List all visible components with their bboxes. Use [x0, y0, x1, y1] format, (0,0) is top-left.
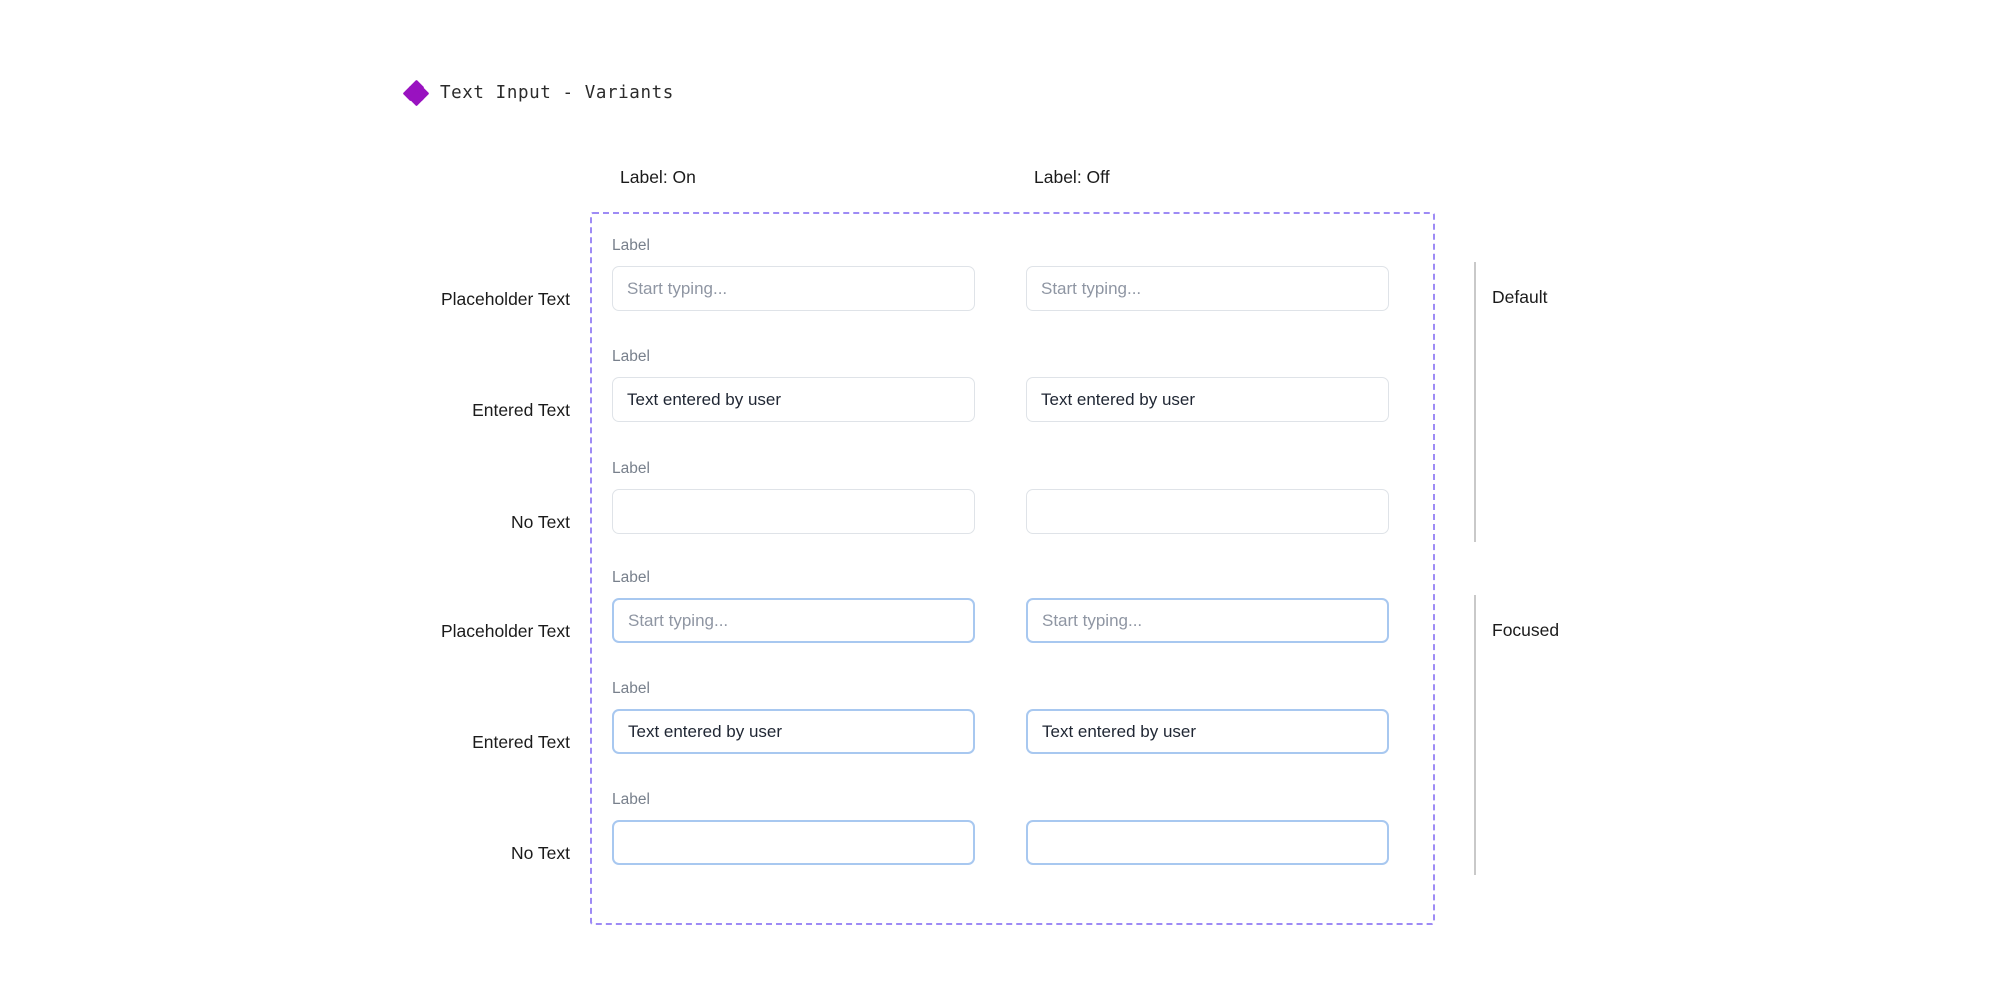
page-title-bar: Text Input - Variants	[402, 79, 674, 107]
group-rule-focused	[1474, 595, 1476, 875]
input-placeholder: Start typing...	[628, 610, 729, 630]
field-label: Label	[612, 791, 650, 808]
group-label-focused: Focused	[1492, 620, 1560, 640]
input-placeholder: Start typing...	[1041, 278, 1142, 298]
input-placeholder: Start typing...	[1042, 610, 1143, 630]
text-input-focused-no-text-label-off[interactable]	[1026, 820, 1389, 865]
field-label: Label	[612, 460, 650, 477]
text-input-focused-entered-text-label-off[interactable]: Text entered by user	[1026, 709, 1389, 754]
row-label-placeholder-text: Placeholder Text	[440, 289, 570, 309]
column-header-label-off: Label: Off	[1034, 167, 1110, 187]
field-focused-no-text-label-on: Label	[612, 792, 975, 865]
field-focused-no-text-label-off: Label	[1026, 792, 1389, 865]
text-input-default-entered-text-label-on[interactable]: Text entered by user	[612, 377, 975, 422]
group-label-default: Default	[1492, 287, 1548, 307]
row-label-entered-text: Entered Text	[472, 732, 570, 752]
text-input-default-placeholder-text-label-off[interactable]: Start typing...	[1026, 266, 1389, 311]
input-placeholder: Start typing...	[627, 278, 728, 298]
text-input-default-placeholder-text-label-on[interactable]: Start typing...	[612, 266, 975, 311]
field-label: Label	[612, 237, 650, 254]
field-label: Label	[612, 569, 650, 586]
group-rule-default	[1474, 262, 1476, 542]
field-label: Label	[612, 348, 650, 365]
row-label-no-text: No Text	[510, 843, 570, 863]
field-label: Label	[612, 680, 650, 697]
input-value: Text entered by user	[1042, 721, 1197, 741]
text-input-default-entered-text-label-off[interactable]: Text entered by user	[1026, 377, 1389, 422]
field-default-no-text-label-off: Label	[1026, 461, 1389, 534]
field-default-no-text-label-on: Label	[612, 461, 975, 534]
row-label-entered-text: Entered Text	[472, 400, 570, 420]
row-label-no-text: No Text	[510, 512, 570, 532]
row-label-placeholder-text: Placeholder Text	[440, 621, 570, 641]
text-input-focused-placeholder-text-label-off[interactable]: Start typing...	[1026, 598, 1389, 643]
text-input-default-no-text-label-on[interactable]	[612, 489, 975, 534]
text-input-focused-no-text-label-on[interactable]	[612, 820, 975, 865]
input-value: Text entered by user	[1041, 389, 1196, 409]
column-header-label-on: Label: On	[620, 167, 696, 187]
text-input-focused-placeholder-text-label-on[interactable]: Start typing...	[612, 598, 975, 643]
text-input-default-no-text-label-off[interactable]	[1026, 489, 1389, 534]
variant-grid-boundary	[590, 212, 1435, 925]
input-value: Text entered by user	[627, 389, 782, 409]
input-value: Text entered by user	[628, 721, 783, 741]
text-input-focused-entered-text-label-on[interactable]: Text entered by user	[612, 709, 975, 754]
page-title: Text Input - Variants	[440, 83, 674, 103]
